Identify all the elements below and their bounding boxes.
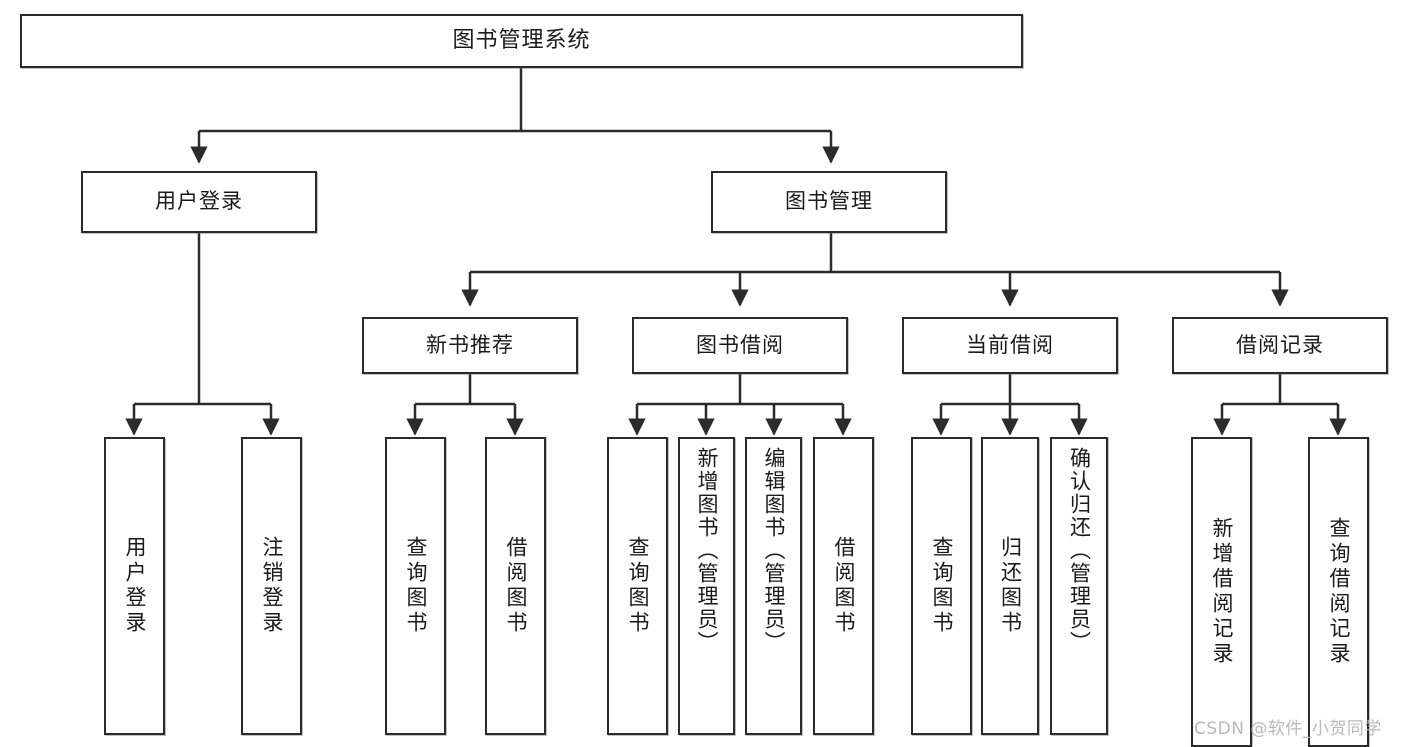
node-label: 新书推荐 <box>426 332 514 357</box>
node-label: 图书管理系统 <box>452 27 591 53</box>
node-label: 编辑图书（管理员） <box>762 447 786 654</box>
leaf-newbook-borrow-book[interactable]: 借阅图书 <box>485 437 546 735</box>
node-label: 当前借阅 <box>966 332 1054 357</box>
node-label: 借阅图书 <box>832 536 856 636</box>
node-label: 查询图书 <box>930 536 954 636</box>
node-label: 新增图书（管理员） <box>695 447 719 654</box>
leaf-user-login[interactable]: 用户登录 <box>104 437 165 735</box>
node-label: 新增借阅记录 <box>1210 517 1234 667</box>
node-book-management[interactable]: 图书管理 <box>711 171 947 233</box>
node-current-borrow[interactable]: 当前借阅 <box>902 317 1118 374</box>
node-label: 查询借阅记录 <box>1327 517 1351 667</box>
node-label: 借阅图书 <box>504 536 528 636</box>
leaf-borrow-query-book[interactable]: 查询图书 <box>607 437 668 735</box>
node-label: 查询图书 <box>404 536 428 636</box>
leaf-current-query-book[interactable]: 查询图书 <box>911 437 972 735</box>
node-label: 借阅记录 <box>1236 332 1324 357</box>
leaf-current-return-book[interactable]: 归还图书 <box>981 437 1039 735</box>
node-label: 图书借阅 <box>696 332 784 357</box>
node-user-login[interactable]: 用户登录 <box>81 171 317 233</box>
node-label: 确认归还（管理员） <box>1067 447 1092 654</box>
node-new-book-recommend[interactable]: 新书推荐 <box>362 317 578 374</box>
node-borrow-record[interactable]: 借阅记录 <box>1172 317 1388 374</box>
leaf-borrow-borrow-book[interactable]: 借阅图书 <box>813 437 874 735</box>
leaf-current-confirm-return-admin[interactable]: 确认归还（管理员） <box>1050 437 1108 735</box>
leaf-record-add-record[interactable]: 新增借阅记录 <box>1191 437 1252 747</box>
node-root-system[interactable]: 图书管理系统 <box>20 14 1023 68</box>
csdn-watermark: CSDN @软件_小贺同学 <box>1194 719 1382 739</box>
node-label: 注销登录 <box>260 536 284 636</box>
node-label: 用户登录 <box>123 536 147 636</box>
leaf-borrow-add-book-admin[interactable]: 新增图书（管理员） <box>678 437 735 735</box>
node-label: 图书管理 <box>785 189 873 214</box>
leaf-user-logout[interactable]: 注销登录 <box>241 437 302 735</box>
leaf-newbook-query-book[interactable]: 查询图书 <box>385 437 446 735</box>
node-book-borrow[interactable]: 图书借阅 <box>632 317 848 374</box>
leaf-borrow-edit-book-admin[interactable]: 编辑图书（管理员） <box>745 437 802 735</box>
node-label: 归还图书 <box>998 536 1023 636</box>
leaf-record-query-record[interactable]: 查询借阅记录 <box>1308 437 1369 747</box>
node-label: 用户登录 <box>155 189 243 214</box>
node-label: 查询图书 <box>626 536 650 636</box>
